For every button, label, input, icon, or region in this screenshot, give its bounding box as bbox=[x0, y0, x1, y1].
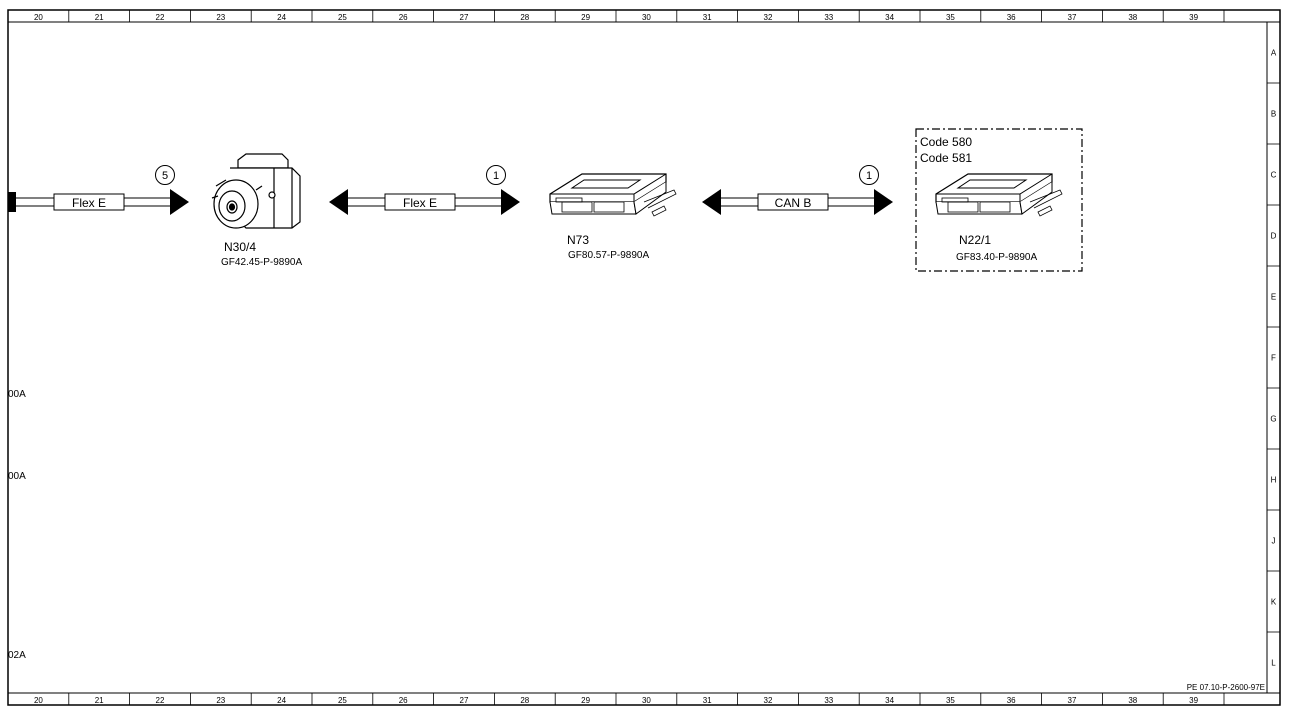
option-code: Code 580 bbox=[920, 135, 972, 149]
component-id: N73 bbox=[567, 233, 589, 247]
component-reference: GF83.40-P-9890A bbox=[956, 252, 1037, 263]
side-reference: 02A bbox=[8, 650, 26, 661]
column-label: 27 bbox=[460, 13, 469, 22]
column-label: 23 bbox=[216, 13, 225, 22]
column-label: 32 bbox=[764, 696, 773, 705]
column-label: 26 bbox=[399, 13, 408, 22]
component-reference: GF42.45-P-9890A bbox=[221, 257, 302, 268]
column-label: 32 bbox=[764, 13, 773, 22]
column-label: 28 bbox=[520, 13, 529, 22]
component-id: N30/4 bbox=[224, 240, 256, 254]
badge-circle bbox=[155, 165, 175, 185]
column-label: 39 bbox=[1189, 696, 1198, 705]
row-label: F bbox=[1271, 354, 1276, 363]
row-label: J bbox=[1272, 537, 1276, 546]
column-label: 28 bbox=[520, 696, 529, 705]
row-label: L bbox=[1271, 659, 1276, 668]
column-label: 38 bbox=[1128, 696, 1137, 705]
column-label: 29 bbox=[581, 696, 590, 705]
option-box: Code 580 Code 581 N22/1 GF83.40-P-9890A bbox=[915, 128, 1083, 272]
column-label: 25 bbox=[338, 13, 347, 22]
connection-badge: 1 bbox=[493, 170, 499, 182]
bus-label: Flex E bbox=[72, 196, 106, 210]
component-id: N22/1 bbox=[959, 233, 991, 247]
hydraulic-unit-icon bbox=[211, 153, 301, 229]
badge-circle bbox=[859, 165, 879, 185]
bus-label: Flex E bbox=[403, 196, 437, 210]
arrow-right-icon bbox=[170, 189, 189, 215]
connection-flex-e-1: Flex E 5 bbox=[8, 165, 189, 215]
column-label: 24 bbox=[277, 13, 286, 22]
column-label: 34 bbox=[885, 696, 894, 705]
component-n30-4: N30/4 GF42.45-P-9890A bbox=[211, 153, 302, 268]
connection-badge: 1 bbox=[866, 170, 872, 182]
column-label: 33 bbox=[824, 13, 833, 22]
column-label: 30 bbox=[642, 696, 651, 705]
column-label: 27 bbox=[460, 696, 469, 705]
row-label: H bbox=[1271, 476, 1277, 485]
column-label: 29 bbox=[581, 13, 590, 22]
side-reference: 00A bbox=[8, 389, 26, 400]
row-label: D bbox=[1271, 232, 1277, 241]
arrow-right-icon bbox=[501, 189, 520, 215]
connection-badge: 5 bbox=[162, 170, 168, 182]
column-ruler-top: 20 21 22 23 24 25 26 27 28 29 30 31 32 33 34 35 36 37 38 39 bbox=[34, 13, 1199, 22]
control-module-icon bbox=[935, 173, 1063, 217]
bus-label: CAN B bbox=[775, 196, 812, 210]
arrow-left-icon bbox=[329, 189, 348, 215]
connection-can-b: CAN B 1 bbox=[702, 165, 893, 215]
column-label: 22 bbox=[156, 13, 165, 22]
column-label: 24 bbox=[277, 696, 286, 705]
drawing-number: PE 07.10-P-2600-97E bbox=[1187, 683, 1265, 692]
column-label: 37 bbox=[1068, 13, 1077, 22]
row-label: B bbox=[1271, 110, 1276, 119]
column-label: 30 bbox=[642, 13, 651, 22]
column-label: 33 bbox=[824, 696, 833, 705]
column-label: 36 bbox=[1007, 696, 1016, 705]
column-label: 35 bbox=[946, 13, 955, 22]
column-label: 26 bbox=[399, 696, 408, 705]
control-module-icon bbox=[549, 173, 677, 217]
column-label: 38 bbox=[1128, 13, 1137, 22]
option-code: Code 581 bbox=[920, 151, 972, 165]
column-label: 21 bbox=[95, 696, 104, 705]
row-label: C bbox=[1271, 171, 1277, 180]
column-label: 36 bbox=[1007, 13, 1016, 22]
side-reference: 00A bbox=[8, 471, 26, 482]
row-label: G bbox=[1270, 415, 1276, 424]
column-label: 25 bbox=[338, 696, 347, 705]
column-label: 37 bbox=[1068, 696, 1077, 705]
column-label: 20 bbox=[34, 696, 43, 705]
column-ruler-bottom: 20 21 22 23 24 25 26 27 28 29 30 31 32 33 34 35 36 37 38 39 bbox=[34, 696, 1199, 705]
column-label: 31 bbox=[703, 13, 712, 22]
component-n22-1: N22/1 GF83.40-P-9890A bbox=[935, 173, 1063, 263]
column-label: 20 bbox=[34, 13, 43, 22]
column-label: 23 bbox=[216, 696, 225, 705]
arrow-right-icon bbox=[874, 189, 893, 215]
connection-flex-e-2: Flex E 1 bbox=[329, 165, 520, 215]
component-reference: GF80.57-P-9890A bbox=[568, 250, 649, 261]
column-label: 31 bbox=[703, 696, 712, 705]
row-label: K bbox=[1271, 598, 1277, 607]
badge-circle bbox=[486, 165, 506, 185]
column-label: 22 bbox=[156, 696, 165, 705]
column-label: 21 bbox=[95, 13, 104, 22]
row-label: E bbox=[1271, 293, 1276, 302]
column-label: 39 bbox=[1189, 13, 1198, 22]
column-label: 35 bbox=[946, 696, 955, 705]
column-label: 34 bbox=[885, 13, 894, 22]
component-n73: N73 GF80.57-P-9890A bbox=[549, 173, 677, 261]
arrow-left-icon bbox=[702, 189, 721, 215]
row-ruler-right: A B C D E F G H J K L bbox=[1270, 49, 1276, 668]
row-label: A bbox=[1271, 49, 1277, 58]
drawing-frame bbox=[7, 9, 1281, 706]
